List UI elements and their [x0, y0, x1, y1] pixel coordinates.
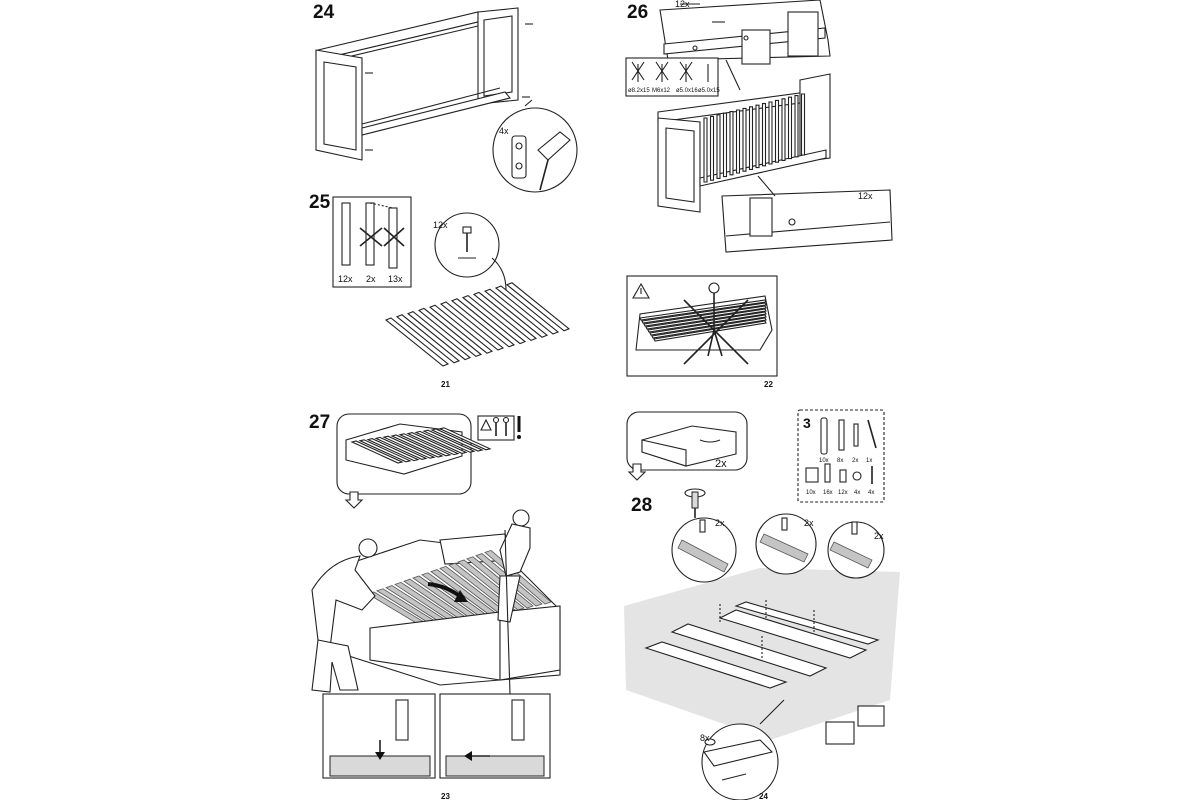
slat-drawing	[651, 317, 767, 339]
hardware-qty-bottom-4: 4x	[854, 490, 861, 496]
slat-drawing	[439, 301, 505, 351]
exclamation-icon	[517, 416, 521, 439]
slat-drawing	[494, 285, 560, 335]
slat-drawing	[366, 438, 420, 462]
hardware-qty-top-1: 10x	[819, 458, 829, 464]
hardware-qty-top-4: 1x	[866, 458, 873, 464]
screw-label-1: ø8.2x15	[628, 88, 650, 94]
hardware-qty-bottom-5: 4x	[868, 490, 875, 496]
slat-drawing	[384, 317, 450, 367]
slat-drawing	[716, 114, 721, 179]
page-number: 23	[441, 792, 450, 800]
slat-drawing	[729, 111, 734, 176]
slat-drawing	[430, 428, 484, 452]
slat-drawing	[374, 436, 428, 460]
dowel-quantity: 8x	[700, 733, 710, 743]
slat-drawing	[358, 439, 412, 463]
slat-drawing	[414, 430, 468, 454]
step-28-illustration	[624, 488, 900, 800]
screw-label-3: ø5.0x16	[676, 88, 698, 94]
hardware-qty-bottom-3: 12x	[838, 490, 848, 496]
manual-page-22: 26	[600, 0, 1200, 400]
slat-drawing	[735, 109, 741, 174]
step-26-top-callout-quantity: 12x	[675, 0, 690, 9]
slat-drawing	[748, 106, 754, 170]
step-number-24: 24	[313, 2, 335, 23]
slat-drawing	[722, 112, 728, 178]
slat-drawing	[641, 302, 767, 324]
slat-drawing	[794, 95, 799, 158]
step-number-28: 28	[631, 495, 653, 516]
screw-label-4: ø5.0x15	[698, 88, 720, 94]
step-26-bottom-callout-quantity: 12x	[858, 191, 873, 201]
manual-page-23: 27	[0, 400, 600, 800]
slat-drawing	[645, 308, 767, 330]
slat-drawing	[422, 429, 476, 453]
slat-drawing	[483, 288, 549, 338]
slat-drawing	[653, 320, 767, 342]
arrow-down-icon	[344, 491, 364, 509]
step-24-callout-quantity: 4x	[499, 126, 509, 136]
step-26-illustration	[625, 0, 893, 377]
step-25-callout-quantity: 12x	[433, 220, 448, 230]
hardware-qty-top-3: 2x	[852, 458, 859, 464]
slat-quantity-1: 12x	[338, 274, 353, 284]
hardware-qty-bottom-1: 10x	[806, 490, 816, 496]
slat-drawing	[643, 305, 767, 327]
slat-drawing	[742, 107, 747, 172]
slat-quantity-3: 13x	[388, 274, 403, 284]
callout-quantity-3: 2x	[874, 531, 884, 541]
step-27-illustration	[311, 413, 561, 779]
slat-drawing	[428, 304, 494, 354]
manual-page-24: 2x 3 10x 8x 2x 1x 10x 16x 12x 4x 4x 28	[600, 400, 1200, 800]
slat-drawing	[703, 117, 708, 183]
screw-label-2: M6x12	[652, 88, 671, 94]
hardware-qty-top-2: 8x	[837, 458, 844, 464]
callout-quantity-2: 2x	[804, 518, 814, 528]
slat-drawing	[382, 435, 436, 459]
slat-drawing	[398, 433, 452, 457]
page-number: 22	[764, 380, 773, 389]
slat-drawing	[438, 427, 492, 451]
slat-drawing	[505, 282, 571, 332]
slat-drawing	[417, 307, 483, 358]
slat-drawing	[800, 93, 806, 156]
slat-drawing	[774, 99, 780, 163]
slat-drawing	[395, 314, 461, 364]
manual-page-21: 24 4x 25	[0, 0, 600, 400]
step-25-illustration	[332, 196, 571, 367]
slat-drawing	[761, 103, 767, 167]
slat-drawing	[787, 96, 793, 160]
step-number-27: 27	[309, 412, 331, 433]
screwdriver-icon	[684, 488, 706, 518]
slat-drawing	[461, 294, 527, 345]
slat-drawing	[472, 291, 538, 342]
slat-drawing	[390, 434, 444, 458]
two-persons-icon	[492, 416, 510, 436]
step-28-drawer-illustration	[626, 409, 885, 503]
callout-quantity-1: 2x	[715, 518, 725, 528]
step-24-illustration	[315, 7, 578, 193]
slat-drawing	[450, 298, 516, 348]
slat-drawing	[406, 310, 472, 361]
step-number-25: 25	[309, 192, 331, 213]
hardware-qty-bottom-2: 16x	[823, 490, 833, 496]
slat-drawing	[350, 440, 404, 464]
slat-drawing	[639, 299, 767, 321]
drawer-quantity: 2x	[715, 458, 727, 470]
slat-quantity-2: 2x	[366, 274, 376, 284]
hardware-bag-number: 3	[803, 415, 811, 431]
slat-drawing	[768, 101, 773, 165]
slat-drawing	[406, 432, 460, 456]
page-number: 24	[759, 792, 768, 800]
slat-drawing	[709, 115, 715, 181]
slat-drawing	[755, 104, 760, 169]
slat-drawing	[781, 98, 786, 161]
step-number-26: 26	[627, 2, 649, 23]
page-number: 21	[441, 380, 450, 389]
warning-triangle-icon	[632, 282, 650, 299]
